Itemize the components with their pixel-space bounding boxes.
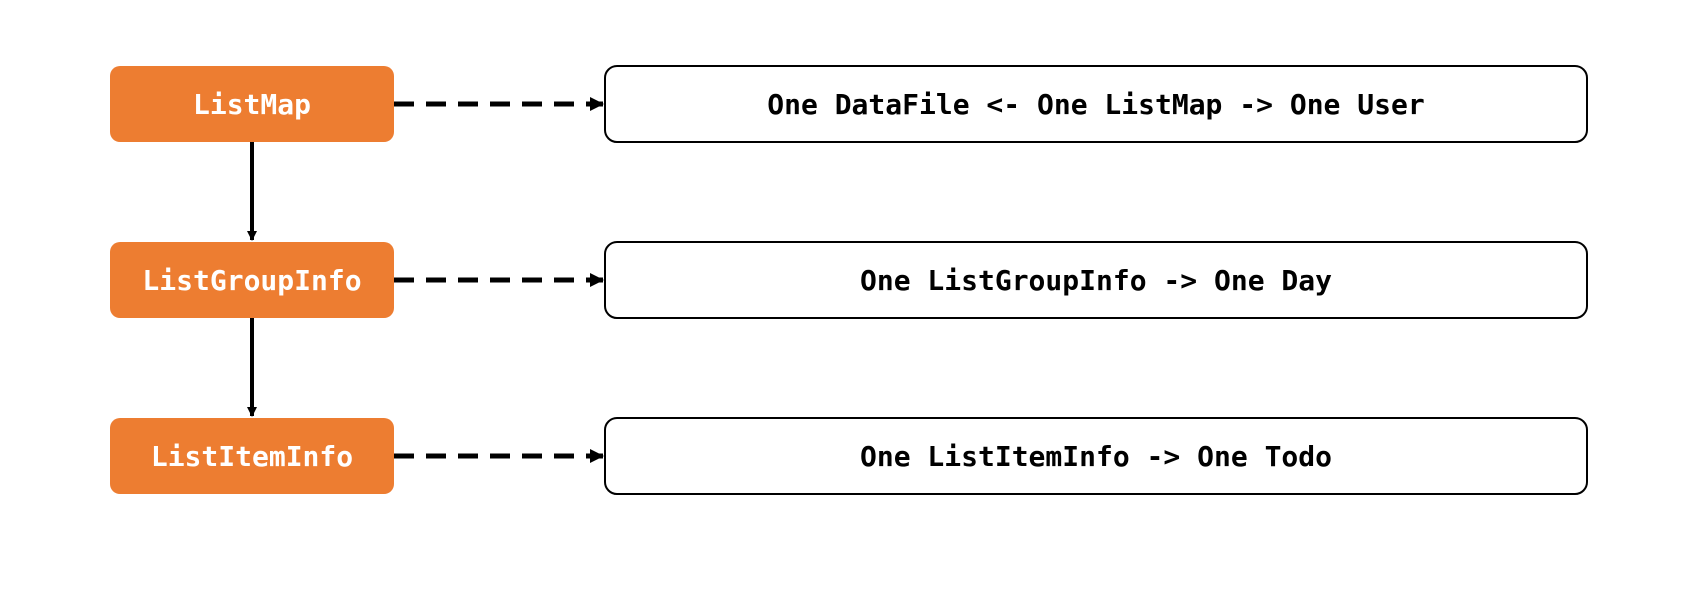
description-box-listgroupinfo: One ListGroupInfo -> One Day [604,241,1588,319]
node-listgroupinfo-label: ListGroupInfo [142,264,361,297]
node-listiteminfo: ListItemInfo [110,418,394,494]
node-listgroupinfo: ListGroupInfo [110,242,394,318]
description-box-listiteminfo: One ListItemInfo -> One Todo [604,417,1588,495]
description-listiteminfo-text: One ListItemInfo -> One Todo [860,440,1332,473]
description-box-listmap: One DataFile <- One ListMap -> One User [604,65,1588,143]
node-listmap-label: ListMap [193,88,311,121]
description-listmap-text: One DataFile <- One ListMap -> One User [767,88,1424,121]
description-listgroupinfo-text: One ListGroupInfo -> One Day [860,264,1332,297]
node-listmap: ListMap [110,66,394,142]
node-listiteminfo-label: ListItemInfo [151,440,353,473]
